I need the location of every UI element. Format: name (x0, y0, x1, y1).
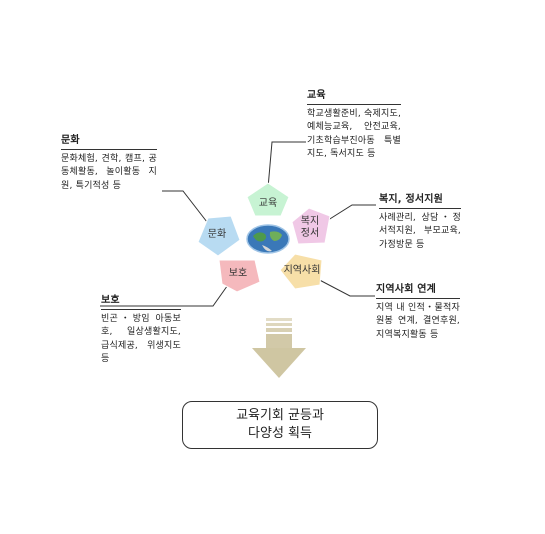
note-culture-title: 문화 (61, 134, 157, 150)
note-community-title: 지역사회 연계 (376, 283, 460, 299)
node-label-community: 지역사회 (283, 265, 321, 276)
pentagon-welfare (291, 207, 331, 245)
pentagon-education (246, 182, 290, 217)
pentagon-protection (218, 259, 261, 293)
result-line-2: 다양성 획득 (248, 426, 312, 441)
note-welfare: 복지, 정서지원 사례관리, 상담・정서적지원, 부모교육, 가정방문 등 (379, 193, 461, 252)
pentagon-culture (197, 215, 241, 257)
connector-welfare (324, 204, 376, 223)
note-welfare-title: 복지, 정서지원 (379, 193, 461, 209)
result-box: 교육기회 균등과 다양성 획득 (182, 401, 378, 449)
node-label-welfare: 복지 정서 (300, 216, 320, 239)
note-protection: 보호 빈곤・방임 아동보호, 일상생활지도, 급식제공, 위생지도 등 (101, 294, 181, 367)
note-education: 교육 학교생활준비, 숙제지도, 예체능교육, 안전교육, 기초학습부진아동 특… (307, 89, 401, 162)
node-label-education: 교육 (258, 198, 278, 209)
node-label-protection: 보호 (228, 268, 248, 279)
globe-icon (246, 224, 290, 254)
note-community: 지역사회 연계 지역 내 인적・물적자원봉 연계, 결연후원, 지역복지활동 등 (376, 283, 460, 342)
node-label-culture: 문화 (207, 229, 227, 240)
connector-protection (100, 281, 231, 307)
note-education-title: 교육 (307, 89, 401, 105)
note-culture-body: 문화체험, 견학, 캠프, 공동체활동, 놀이활동 지원, 특기적성 등 (61, 153, 157, 191)
note-welfare-body: 사례관리, 상담・정서적지원, 부모교육, 가정방문 등 (379, 212, 461, 250)
connector-community (309, 274, 375, 297)
connector-culture (162, 190, 208, 223)
note-culture: 문화 문화체험, 견학, 캠프, 공동체활동, 놀이활동 지원, 특기적성 등 (61, 134, 157, 193)
result-line-1: 교육기회 균등과 (236, 408, 324, 423)
note-protection-title: 보호 (101, 294, 181, 310)
pentagon-community (279, 253, 323, 290)
note-education-body: 학교생활준비, 숙제지도, 예체능교육, 안전교육, 기초학습부진아동 특별지도… (307, 108, 401, 160)
connector-education (267, 141, 306, 189)
note-community-body: 지역 내 인적・물적자원봉 연계, 결연후원, 지역복지활동 등 (376, 302, 460, 340)
note-protection-body: 빈곤・방임 아동보호, 일상생활지도, 급식제공, 위생지도 등 (101, 313, 181, 365)
